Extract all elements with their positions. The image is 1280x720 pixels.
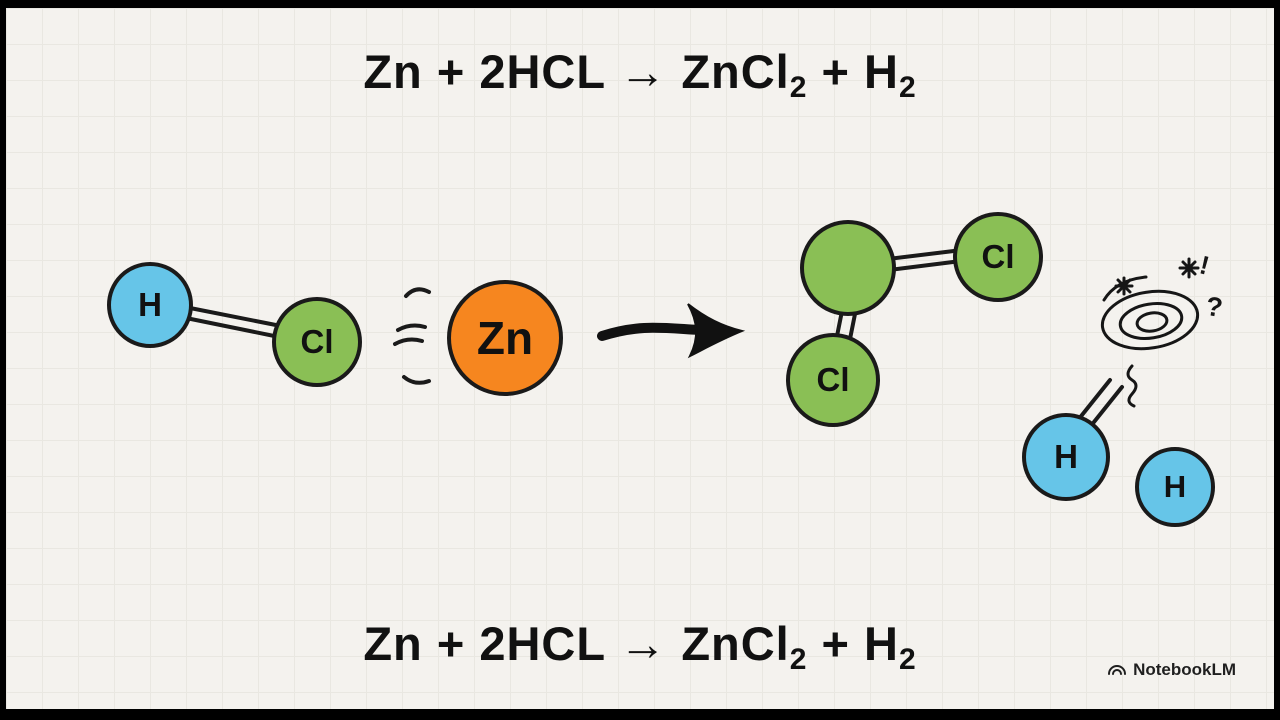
atom-cl-reactant: Cl xyxy=(272,297,362,387)
atom-cl-product-bottom: Cl xyxy=(786,333,880,427)
atom-h-product-1: H xyxy=(1022,413,1110,501)
notebooklm-swirl-icon xyxy=(1108,665,1127,675)
atom-h-product-2: H xyxy=(1135,447,1215,527)
equation-subscript: 2 xyxy=(898,643,917,676)
atom-zn-product xyxy=(800,220,896,316)
equation-text: + H xyxy=(807,45,899,98)
equation-subscript: 2 xyxy=(789,71,808,104)
atom-zn-reactant: Zn xyxy=(447,280,563,396)
atom-label: Cl xyxy=(816,361,850,398)
equation-subscript: 2 xyxy=(789,643,808,676)
atom-label: H xyxy=(1163,469,1187,504)
atom-label: Cl xyxy=(981,238,1015,275)
equation-subscript: 2 xyxy=(898,71,917,104)
atom-label: H xyxy=(138,286,162,323)
notebooklm-watermark: NotebookLM xyxy=(1106,660,1236,680)
atom-label: Zn xyxy=(476,312,534,364)
atom-label: Cl xyxy=(300,323,334,360)
whiteboard-background xyxy=(6,8,1274,709)
atom-h-reactant: H xyxy=(107,262,193,348)
equation-top: Zn + 2HCL → ZnCl2 + H2 xyxy=(0,44,1280,104)
equation-text: Zn + 2HCL → ZnCl xyxy=(363,45,790,98)
atom-cl-product-right: Cl xyxy=(953,212,1043,302)
equation-text: Zn + 2HCL → ZnCl xyxy=(363,617,790,670)
watermark-label: NotebookLM xyxy=(1133,660,1236,679)
equation-text: + H xyxy=(807,617,899,670)
atom-label: H xyxy=(1054,438,1078,475)
equation-bottom: Zn + 2HCL → ZnCl2 + H2 xyxy=(0,616,1280,676)
